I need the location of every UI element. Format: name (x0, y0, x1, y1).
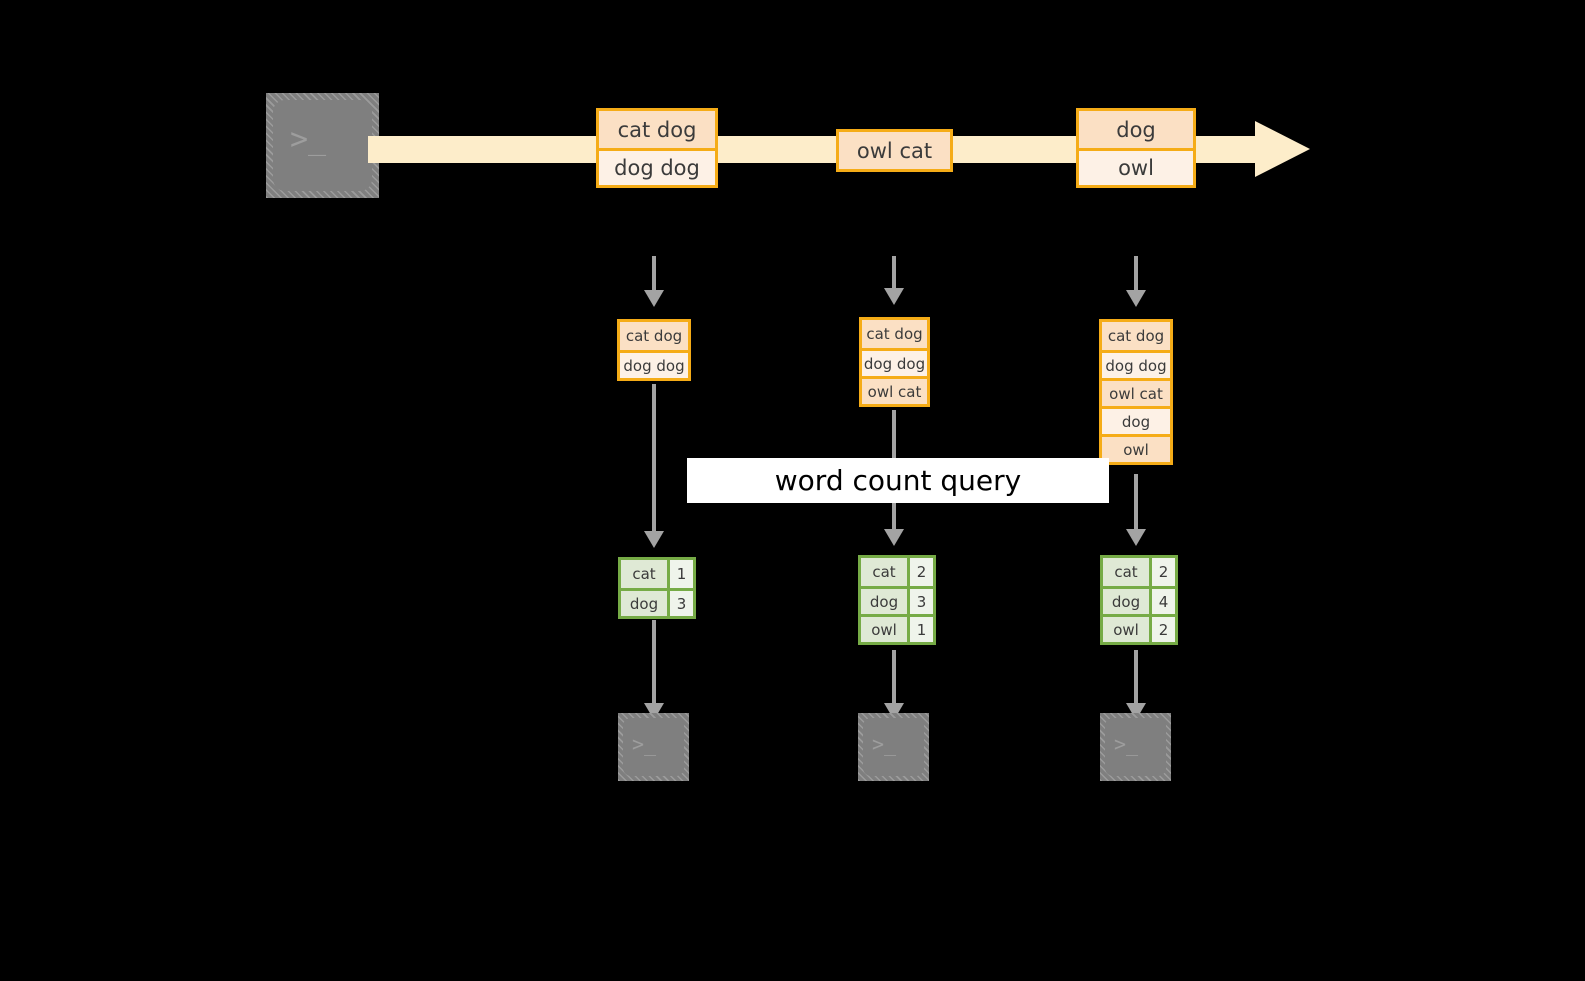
result-row: cat 2 (861, 558, 933, 586)
snapshot-input-row: owl cat (862, 376, 927, 404)
terminal-prompt-text: >_ (632, 732, 657, 756)
result-count: 3 (907, 589, 933, 614)
snapshot-3-dashed-arrowhead (1126, 290, 1146, 307)
snapshot-2-query-arrowhead (884, 529, 904, 546)
snapshot-2-dashed-connector (892, 256, 896, 290)
result-count: 2 (1149, 558, 1175, 586)
stream-record-row: dog dog (599, 148, 715, 185)
query-label-text: word count query (774, 464, 1022, 497)
snapshot-input-row: dog dog (620, 350, 688, 378)
snapshot-1-dashed-arrowhead (644, 290, 664, 307)
snapshot-1-sink-terminal-icon[interactable]: >_ (618, 713, 689, 781)
snapshot-3-result-table: cat 2 dog 4 owl 2 (1100, 555, 1178, 645)
snapshot-1-input-table: cat dog dog dog (617, 319, 691, 381)
snapshot-input-row: cat dog (620, 322, 688, 350)
terminal-screen (863, 718, 924, 776)
terminal-prompt-text: >_ (872, 732, 897, 756)
snapshot-2-sink-terminal-icon[interactable]: >_ (858, 713, 929, 781)
result-word: dog (1103, 589, 1149, 614)
snapshot-3-dashed-connector (1134, 256, 1138, 292)
snapshot-1-dashed-connector (652, 256, 656, 292)
stream-arrowhead (1255, 121, 1310, 177)
result-word: cat (621, 560, 667, 588)
snapshot-input-row: cat dog (862, 320, 927, 348)
result-row: dog 4 (1103, 586, 1175, 614)
snapshot-3-query-connector (1134, 474, 1138, 532)
stream-record-row: owl cat (839, 132, 950, 169)
result-row: dog 3 (621, 588, 693, 616)
stream-record-row: owl (1079, 148, 1193, 185)
stream-record-group-1: cat dog dog dog (596, 108, 718, 188)
terminal-screen (273, 100, 372, 191)
stream-record-row: dog (1079, 111, 1193, 148)
snapshot-2-dashed-arrowhead (884, 288, 904, 305)
result-row: cat 1 (621, 560, 693, 588)
result-row: cat 2 (1103, 558, 1175, 586)
terminal-screen (623, 718, 684, 776)
result-count: 2 (1149, 617, 1175, 642)
result-word: owl (1103, 617, 1149, 642)
terminal-prompt-text: >_ (290, 122, 327, 157)
result-word: cat (861, 558, 907, 586)
result-word: owl (861, 617, 907, 642)
snapshot-2-input-table: cat dog dog dog owl cat (859, 317, 930, 407)
terminal-prompt-text: >_ (1114, 732, 1139, 756)
result-count: 1 (667, 560, 693, 588)
snapshot-2-result-table: cat 2 dog 3 owl 1 (858, 555, 936, 645)
result-row: owl 1 (861, 614, 933, 642)
result-word: dog (621, 591, 667, 616)
result-count: 4 (1149, 589, 1175, 614)
snapshot-3-input-table: cat dog dog dog owl cat dog owl (1099, 319, 1173, 465)
snapshot-1-result-table: cat 1 dog 3 (618, 557, 696, 619)
result-word: cat (1103, 558, 1149, 586)
query-label: word count query (687, 458, 1109, 503)
snapshot-1-sink-connector (652, 620, 656, 706)
snapshot-input-row: dog dog (1102, 350, 1170, 378)
snapshot-input-row: dog (1102, 406, 1170, 434)
snapshot-2-sink-connector (892, 650, 896, 706)
snapshot-3-sink-connector (1134, 650, 1138, 706)
snapshot-input-row: owl (1102, 434, 1170, 462)
result-row: owl 2 (1103, 614, 1175, 642)
result-count: 3 (667, 591, 693, 616)
stream-record-row: cat dog (599, 111, 715, 148)
result-count: 2 (907, 558, 933, 586)
result-row: dog 3 (861, 586, 933, 614)
snapshot-3-query-arrowhead (1126, 529, 1146, 546)
result-word: dog (861, 589, 907, 614)
snapshot-input-row: dog dog (862, 348, 927, 376)
snapshot-input-row: owl cat (1102, 378, 1170, 406)
result-count: 1 (907, 617, 933, 642)
snapshot-3-sink-terminal-icon[interactable]: >_ (1100, 713, 1171, 781)
terminal-screen (1105, 718, 1166, 776)
stream-record-group-3: dog owl (1076, 108, 1196, 188)
snapshot-1-query-connector (652, 384, 656, 534)
stream-record-group-2: owl cat (836, 129, 953, 172)
source-terminal-icon[interactable]: >_ (266, 93, 379, 198)
snapshot-input-row: cat dog (1102, 322, 1170, 350)
snapshot-1-query-arrowhead (644, 531, 664, 548)
